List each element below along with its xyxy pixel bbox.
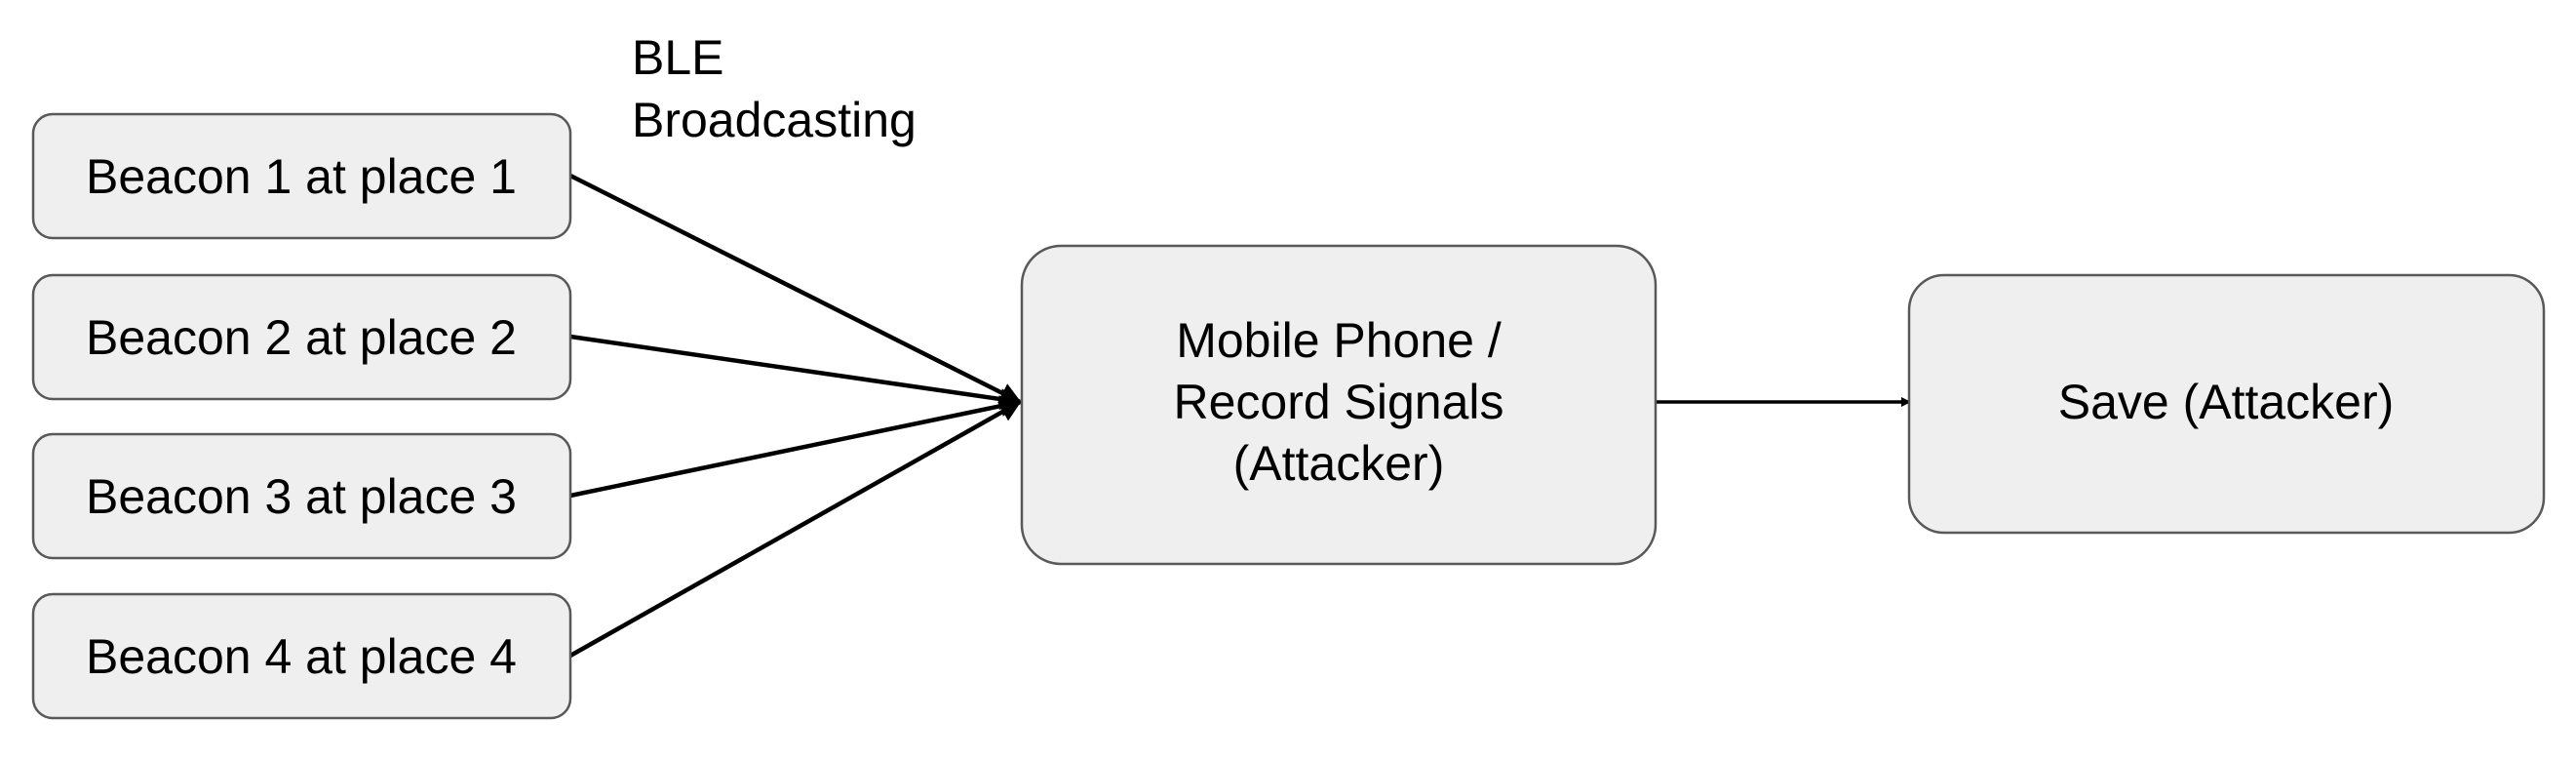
edge-beacon-4-to-receiver (568, 400, 1022, 658)
beacon-node-2-label: Beacon 2 at place 2 (86, 310, 517, 365)
beacon-node-3-label: Beacon 3 at place 3 (86, 469, 517, 524)
edge-beacon-1-to-receiver (568, 173, 1022, 405)
receiver-node: Mobile Phone / Record Signals (Attacker) (1020, 244, 1658, 566)
beacon-node-4: Beacon 4 at place 4 (31, 592, 572, 720)
edge-beacon-3-to-receiver (569, 395, 1022, 499)
storage-node-label: Save (Attacker) (2058, 375, 2395, 429)
broadcast-caption-line-1: BLE (632, 30, 724, 85)
storage-node: Save (Attacker) (1907, 273, 2546, 535)
receiver-node-line-2: Record Signals (1173, 375, 1503, 429)
beacon-node-2: Beacon 2 at place 2 (31, 273, 572, 401)
broadcast-caption-line-2: Broadcasting (632, 93, 917, 147)
beacon-node-4-label: Beacon 4 at place 4 (86, 629, 517, 684)
beacon-node-1: Beacon 1 at place 1 (31, 112, 572, 240)
beacon-node-1-label: Beacon 1 at place 1 (86, 149, 517, 204)
edge-beacon-2-to-receiver (569, 334, 1022, 411)
receiver-node-line-1: Mobile Phone / (1176, 313, 1502, 368)
receiver-node-line-3: (Attacker) (1233, 436, 1445, 491)
beacon-node-3: Beacon 3 at place 3 (31, 432, 572, 560)
